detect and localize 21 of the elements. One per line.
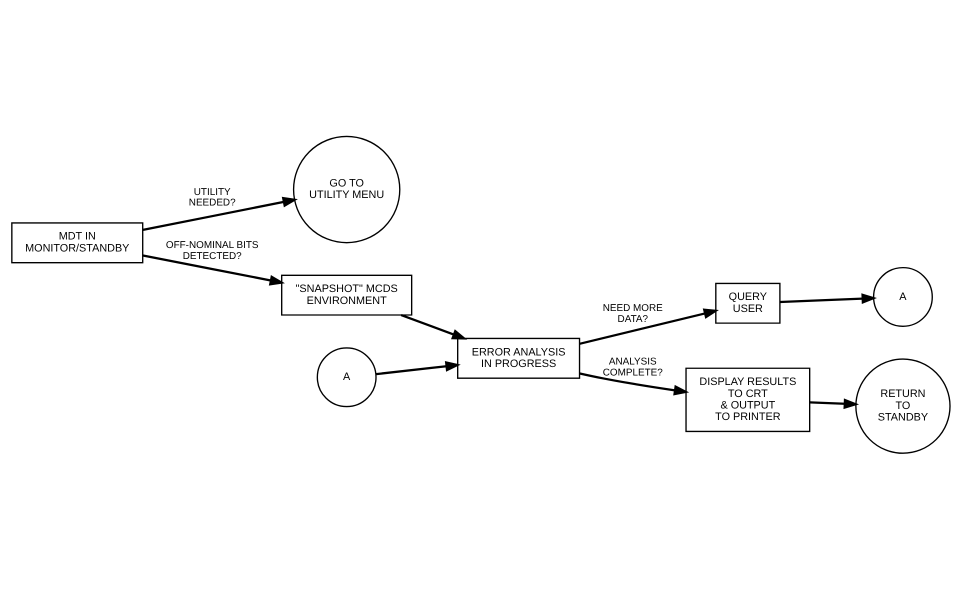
node-box: "SNAPSHOT" MCDS ENVIRONMENT [281, 274, 412, 316]
arrow [376, 360, 461, 375]
arrow [142, 254, 285, 286]
arrow [780, 292, 877, 304]
edge-label: OFF-NOMINAL BITS DETECTED? [166, 240, 259, 262]
edge-label: ANALYSIS COMPLETE? [602, 356, 663, 378]
node-circle: RETURN TO STANDBY [855, 358, 951, 454]
node-box: MDT IN MONITOR/STANDBY [11, 222, 144, 263]
node-circle: A [316, 346, 377, 407]
arrow [579, 308, 719, 344]
edge-label: UTILITY NEEDED? [188, 186, 236, 208]
arrow [580, 372, 690, 396]
node-box: DISPLAY RESULTS TO CRT & OUTPUT TO PRINTER [685, 367, 810, 432]
node-circle: A [872, 266, 933, 326]
arrow [810, 398, 860, 409]
node-box: ERROR ANALYSIS IN PROGRESS [457, 337, 580, 378]
node-circle: GO TO UTILITY MENU [292, 135, 400, 243]
edge-label: NEED MORE DATA? [602, 302, 663, 325]
arrow [142, 196, 298, 231]
arrow [400, 314, 468, 340]
node-box: QUERY USER [715, 282, 781, 324]
